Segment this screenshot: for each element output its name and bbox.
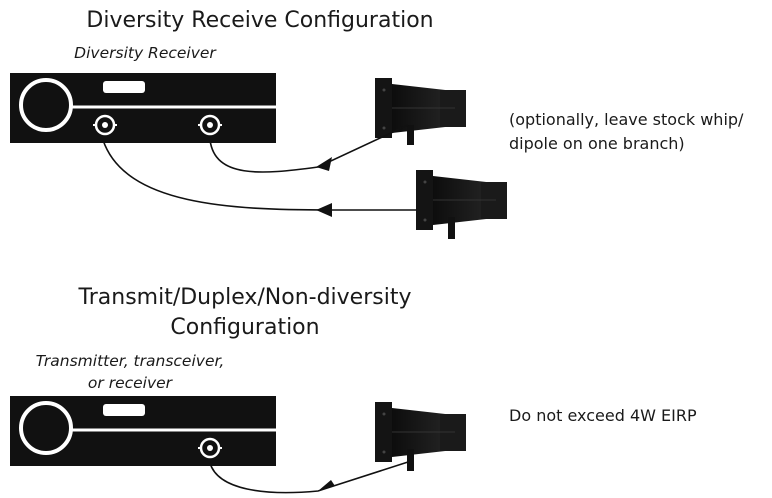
cable-3-arrowhead	[318, 480, 335, 491]
transmit-device-label-line2: or receiver	[87, 374, 173, 392]
diversity-device-label: Diversity Receiver	[74, 44, 216, 62]
bnc-connector-2-icon	[198, 114, 222, 136]
cable-2-arrowhead	[316, 203, 332, 217]
cable-1	[209, 124, 409, 173]
diversity-receiver-device	[10, 73, 276, 143]
transmit-title-line2: Configuration	[170, 315, 320, 340]
transmit-title: Transmit/Duplex/Non-diversity Configurat…	[20, 283, 470, 343]
cable-2	[102, 139, 417, 211]
transmit-title-line1: Transmit/Duplex/Non-diversity	[78, 285, 412, 310]
antenna-3-icon	[375, 402, 466, 471]
transmit-device-label-line1: Transmitter, transceiver,	[35, 352, 225, 370]
transmit-device-label: Transmitter, transceiver, or receiver	[10, 350, 250, 394]
transmit-note: Do not exceed 4W EIRP	[509, 406, 697, 425]
bnc-connector-1-icon	[93, 114, 117, 136]
diversity-title: Diversity Receive Configuration	[86, 8, 434, 33]
cable-3	[209, 461, 409, 494]
diversity-note: (optionally, leave stock whip/ dipole on…	[509, 108, 769, 156]
antenna-1-icon	[375, 78, 466, 145]
diversity-note-line2: dipole on one branch)	[509, 134, 685, 153]
cable-1-arrowhead	[316, 157, 332, 171]
bnc-connector-3-icon	[198, 437, 222, 459]
transmitter-device	[10, 396, 276, 466]
diversity-note-line1: (optionally, leave stock whip/	[509, 110, 744, 129]
antenna-2-icon	[416, 170, 507, 239]
